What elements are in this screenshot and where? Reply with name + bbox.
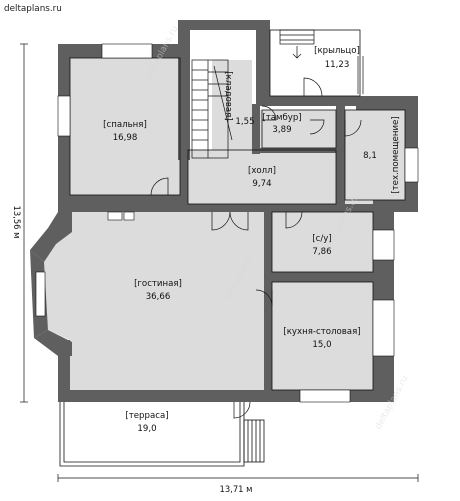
window-bay-left xyxy=(35,271,46,317)
window-vent-b xyxy=(123,211,135,221)
wall-storage-right xyxy=(252,104,260,154)
living-area: 36,66 xyxy=(146,292,171,302)
living-name: [гостиная] xyxy=(134,279,182,289)
bedroom-area: 16,98 xyxy=(113,133,138,143)
wall-hall-bottom xyxy=(184,204,374,212)
hall-outline xyxy=(187,149,337,205)
tech-floor xyxy=(345,110,405,205)
porch-steps xyxy=(279,29,364,94)
storage-area: 1,55 xyxy=(235,117,254,127)
windows xyxy=(35,43,419,403)
door-terrace xyxy=(233,401,251,419)
storage-name: [кладовая] xyxy=(223,71,233,120)
wall-tech-top xyxy=(356,96,418,110)
wall-left-lower xyxy=(58,340,70,402)
bedroom-floor xyxy=(70,58,184,195)
hall-area: 9,74 xyxy=(252,179,271,189)
wall-porch-bottom xyxy=(256,96,366,106)
window-tech xyxy=(404,147,419,183)
wall-bedroom-bottom xyxy=(70,195,184,212)
dim-height-label: 13,56 м xyxy=(12,206,22,239)
wall-vestibule-bottom xyxy=(260,148,336,153)
hall-floor xyxy=(184,150,336,208)
stair-frame xyxy=(191,59,229,159)
bedroom-name: [спальня] xyxy=(103,120,147,130)
terrace-name: [терраса] xyxy=(125,411,168,421)
room-labels: [крыльцо] 11,23 [спальня] 16,98 [кладова… xyxy=(103,46,401,434)
dimension-lines xyxy=(20,43,419,482)
terrace-inner xyxy=(63,402,241,463)
kitchen-floor xyxy=(271,282,373,390)
bathroom-name: [с/у] xyxy=(312,234,331,244)
wall-kitchen-top xyxy=(264,272,374,282)
tech-area: 8,1 xyxy=(363,151,377,161)
door-bathroom xyxy=(285,211,303,229)
door-living-a xyxy=(211,211,231,231)
window-bedroom-left xyxy=(57,95,71,137)
door-vestibule-inner xyxy=(309,119,325,135)
vestibule-outline xyxy=(261,109,337,149)
bathroom-floor xyxy=(271,212,373,272)
door-living-b xyxy=(229,211,249,231)
porch-name: [крыльцо] xyxy=(314,46,360,56)
dim-width-label: 13,71 м xyxy=(220,484,253,494)
doors xyxy=(150,77,362,419)
bathroom-area: 7,86 xyxy=(312,247,331,257)
door-porch xyxy=(303,77,323,97)
stair-diagonal xyxy=(213,65,233,141)
wall-stairs-left xyxy=(178,20,190,160)
vestibule-name: [тамбур] xyxy=(262,113,301,123)
vestibule-area: 3,89 xyxy=(272,125,291,135)
window-bedroom-top xyxy=(101,43,153,59)
window-kitchen-bottom xyxy=(299,389,351,403)
window-bathroom xyxy=(372,229,395,261)
tech-name: [тех.помещение] xyxy=(391,116,401,193)
living-floor xyxy=(42,212,264,390)
window-kitchen-right xyxy=(372,299,395,357)
wall-bay-top xyxy=(30,212,72,262)
stair-steps xyxy=(192,69,228,141)
door-kitchen xyxy=(255,289,273,307)
terrace-steps xyxy=(243,419,265,463)
door-tech xyxy=(344,119,362,137)
wall-porch-left xyxy=(256,20,270,96)
terrace xyxy=(59,402,265,467)
kitchen-area: 15,0 xyxy=(312,340,331,350)
door-vestibule xyxy=(261,105,277,121)
porch-outline xyxy=(269,29,361,97)
wall-top-stairs xyxy=(178,20,258,30)
site-label: deltaplans.ru xyxy=(4,4,62,14)
porch-area: 11,23 xyxy=(325,60,350,70)
window-vent-a xyxy=(107,211,123,221)
entry-arrow xyxy=(292,46,302,59)
storage-floor xyxy=(212,60,252,158)
staircase xyxy=(191,59,233,159)
wall-bedroom-right xyxy=(180,150,188,212)
door-bedroom xyxy=(150,177,169,196)
hall-name: [холл] xyxy=(248,166,276,176)
wall-tech-left xyxy=(336,104,345,208)
kitchen-name: [кухня-столовая] xyxy=(283,327,360,337)
room-fills xyxy=(42,58,405,390)
wall-living-right xyxy=(264,204,272,390)
terrace-area: 19,0 xyxy=(137,424,156,434)
